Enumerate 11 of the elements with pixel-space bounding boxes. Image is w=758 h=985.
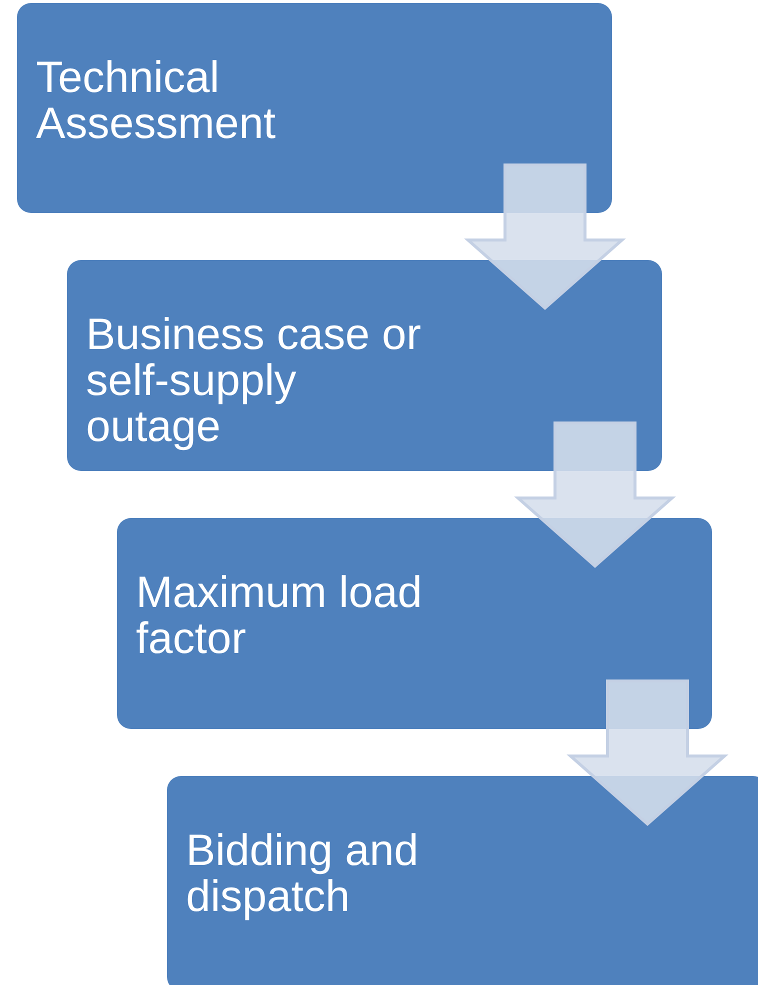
down-arrow bbox=[566, 680, 728, 826]
step-label: Maximum load factor bbox=[136, 570, 424, 662]
process-box bbox=[117, 518, 712, 729]
process-box bbox=[17, 3, 612, 213]
process-box bbox=[67, 260, 662, 471]
step-label: Business case or self-supply outage bbox=[86, 312, 422, 450]
step-label: Bidding and dispatch bbox=[186, 828, 420, 920]
process-box bbox=[167, 776, 758, 985]
step-label: Technical Assessment bbox=[36, 55, 277, 147]
down-arrow bbox=[514, 422, 676, 568]
down-arrow bbox=[464, 164, 626, 310]
